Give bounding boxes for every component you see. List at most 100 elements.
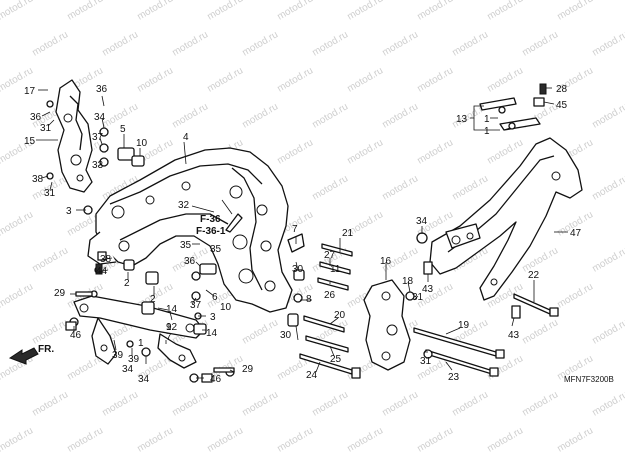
watermark-text: motod.ru — [555, 425, 595, 454]
watermark-text: motod.ru — [275, 137, 315, 166]
callout-2: 2 — [150, 294, 156, 305]
watermark-text: motod.ru — [485, 137, 525, 166]
callout-33: 33 — [92, 160, 104, 171]
watermark-text: motod.ru — [415, 137, 455, 166]
main-frame — [87, 147, 293, 313]
watermark-text: motod.ru — [240, 101, 280, 130]
watermark-text: motod.ru — [30, 317, 70, 346]
callout-18: 18 — [402, 276, 414, 287]
watermark-text: motod.ru — [30, 29, 70, 58]
callout-35: 35 — [180, 240, 192, 251]
callout-4: 4 — [183, 132, 189, 143]
callout-39: 39 — [128, 354, 140, 365]
callout-1: 1 — [484, 126, 490, 137]
watermark-text: motod.ru — [170, 101, 210, 130]
watermark-text: motod.ru — [310, 389, 350, 418]
callout-45: 45 — [556, 100, 568, 111]
callout-34: 34 — [416, 216, 428, 227]
callout-36: 36 — [96, 84, 108, 95]
left-engine-hanger-bracket — [55, 79, 93, 193]
watermark-text: motod.ru — [450, 29, 490, 58]
watermark-text: motod.ru — [450, 173, 490, 202]
watermark-text: motod.ru — [0, 281, 35, 310]
watermark-text: motod.ru — [485, 425, 525, 454]
callout-47: 47 — [570, 228, 582, 239]
callout-27: 27 — [324, 250, 336, 261]
callout-14: 14 — [206, 328, 218, 339]
watermark-text: motod.ru — [555, 281, 595, 310]
callout-22: 22 — [528, 270, 540, 281]
watermark-text: motod.ru — [310, 29, 350, 58]
callout-20: 20 — [334, 310, 346, 321]
callout-13: 13 — [456, 114, 468, 125]
callout-38: 38 — [32, 174, 44, 185]
watermark-text: motod.ru — [240, 317, 280, 346]
watermark-text: motod.ru — [485, 0, 525, 23]
callout-34: 34 — [122, 364, 134, 375]
callout-6: 6 — [212, 292, 218, 303]
callout-43: 43 — [508, 330, 520, 341]
watermark-text: motod.ru — [100, 389, 140, 418]
callout-5: 5 — [120, 124, 126, 135]
watermark-text: motod.ru — [415, 65, 455, 94]
watermark-text: motod.ru — [415, 0, 455, 23]
callout-3: 3 — [66, 206, 72, 217]
watermark-text: motod.ru — [520, 389, 560, 418]
watermark-text: motod.ru — [520, 317, 560, 346]
watermark-text: motod.ru — [590, 389, 625, 418]
callout-31: 31 — [412, 292, 424, 303]
right-side-plate — [363, 279, 411, 371]
callout-38: 38 — [100, 254, 112, 265]
watermark-text: motod.ru — [380, 101, 420, 130]
callout-34: 34 — [94, 112, 106, 123]
watermark-text: motod.ru — [275, 0, 315, 23]
callout-31: 31 — [420, 356, 432, 367]
watermark-text: motod.ru — [240, 29, 280, 58]
callout-19: 19 — [458, 320, 470, 331]
watermark-text: motod.ru — [30, 389, 70, 418]
callout-35: 35 — [210, 244, 222, 255]
callout-25: 25 — [330, 354, 342, 365]
callout-24: 24 — [306, 370, 318, 381]
callout-9: 9 — [166, 322, 172, 333]
callout-31: 31 — [40, 123, 52, 134]
callout-12: 12 — [166, 322, 178, 333]
watermark-text: motod.ru — [65, 425, 105, 454]
ref-label-f36-1: F-36-1 — [196, 226, 226, 237]
callout-30: 30 — [280, 330, 292, 341]
callout-10: 10 — [220, 302, 232, 313]
watermark-text: motod.ru — [380, 173, 420, 202]
callout-37: 37 — [92, 132, 104, 143]
watermark-text: motod.ru — [30, 245, 70, 274]
watermark-text: motod.ru — [590, 29, 625, 58]
callout-36: 36 — [30, 112, 42, 123]
callout-7: 7 — [292, 224, 298, 235]
callout-17: 17 — [24, 86, 36, 97]
watermark-text: motod.ru — [275, 65, 315, 94]
callout-32: 32 — [178, 200, 190, 211]
watermark-text: motod.ru — [590, 317, 625, 346]
watermark-text: motod.ru — [205, 65, 245, 94]
watermark-text: motod.ru — [0, 209, 35, 238]
callout-39: 39 — [112, 350, 124, 361]
watermark-text: motod.ru — [590, 101, 625, 130]
fasteners — [46, 83, 559, 383]
callout-36: 36 — [184, 256, 196, 267]
watermark-text: motod.ru — [310, 101, 350, 130]
watermark-text: motod.ru — [485, 65, 525, 94]
callout-10: 10 — [136, 138, 148, 149]
watermark-text: motod.ru — [380, 389, 420, 418]
watermark-text: motod.ru — [345, 65, 385, 94]
callout-21: 21 — [342, 228, 354, 239]
watermark-text: motod.ru — [345, 425, 385, 454]
callout-31: 31 — [44, 188, 56, 199]
watermark-text: motod.ru — [275, 425, 315, 454]
callout-1: 1 — [484, 114, 490, 125]
callout-7: 7 — [166, 332, 172, 343]
callout-numbers: 17 36 31 15 38 31 36 34 37 33 5 10 4 3 3… — [24, 84, 582, 385]
callout-3: 3 — [210, 312, 216, 323]
watermark-text: motod.ru — [0, 0, 35, 23]
front-direction-arrow: FR. — [8, 344, 54, 365]
